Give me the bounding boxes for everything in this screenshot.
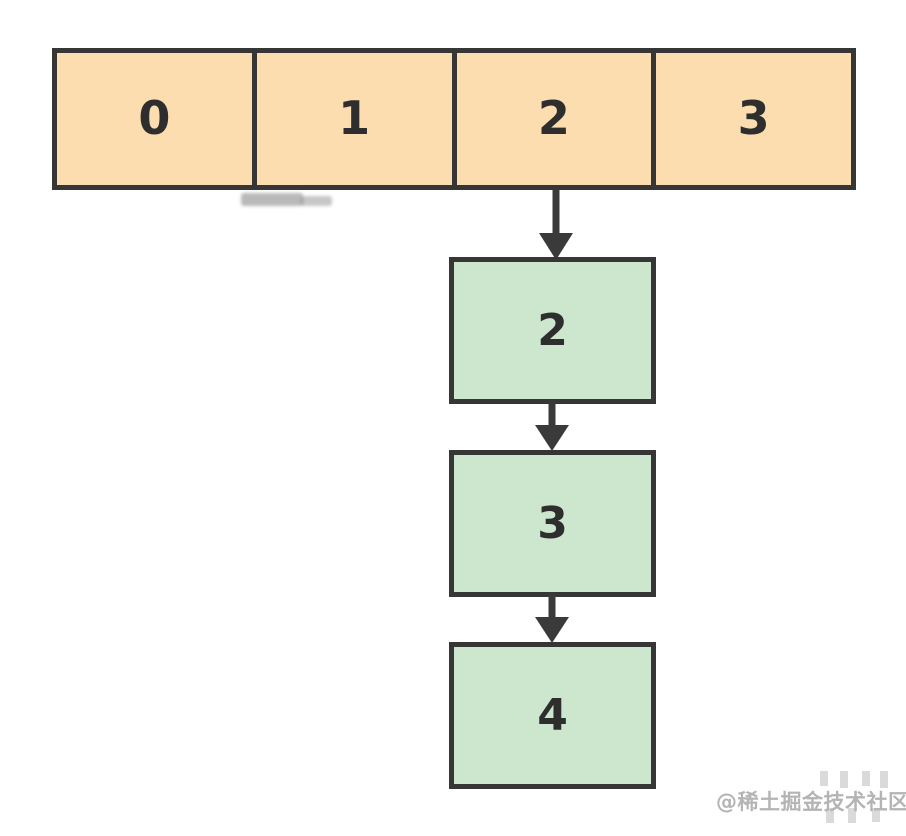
list-node-2: 2 (449, 257, 656, 404)
arrow-down-icon (530, 593, 574, 649)
list-node-3: 3 (449, 450, 656, 597)
erased-text-artifact (241, 193, 303, 206)
array-cell-label: 0 (138, 91, 171, 145)
list-node-label: 4 (537, 690, 568, 741)
watermark-bar (826, 808, 834, 823)
erased-text-artifact (301, 196, 332, 206)
watermark-bar (848, 808, 856, 823)
array-cell-0: 0 (57, 53, 252, 185)
watermark-bar (872, 808, 880, 822)
list-node-4: 4 (449, 642, 656, 789)
watermark: @稀土掘金技术社区 (716, 790, 906, 814)
watermark-bar (820, 771, 828, 786)
array-cell-2: 2 (451, 53, 652, 185)
array-cell-label: 1 (338, 91, 371, 145)
array-cell-label: 3 (737, 91, 770, 145)
watermark-bar (840, 771, 848, 788)
arrow-down-icon (530, 401, 574, 457)
watermark-logo-marks (820, 771, 900, 823)
watermark-bar (880, 771, 888, 788)
list-node-label: 3 (537, 498, 568, 549)
array-cell-3: 3 (651, 53, 851, 185)
list-node-label: 2 (537, 305, 568, 356)
array-cell-1: 1 (251, 53, 452, 185)
array-row: 0 1 2 3 (52, 48, 856, 190)
array-cell-label: 2 (537, 91, 570, 145)
watermark-bar (862, 771, 870, 786)
arrow-down-icon (534, 189, 578, 267)
